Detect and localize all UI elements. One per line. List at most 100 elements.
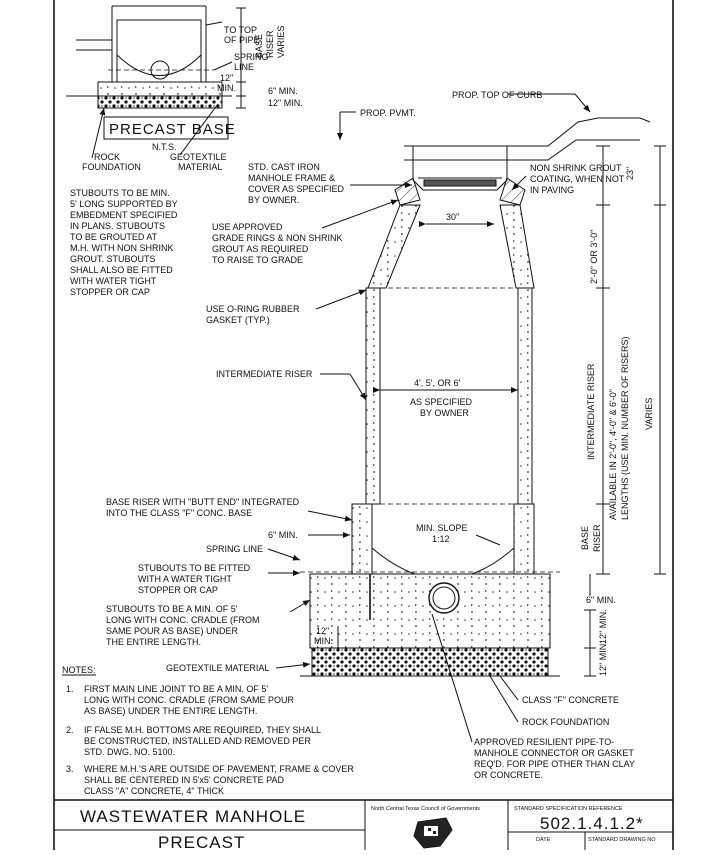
inset-12-min-b: 12" MIN. xyxy=(268,98,303,108)
stubouts-min5-line-7: GROUT. STUBOUTS xyxy=(70,254,156,264)
notes: NOTES: 1. FIRST MAIN LINE JOINT TO BE A … xyxy=(62,665,354,796)
note-2-num: 2. xyxy=(66,725,74,735)
precast-base-inset: TO TOP OF PIPE SPRING LINE BASE RISER VA… xyxy=(66,5,303,172)
fitted-line-3: STOPPER OR CAP xyxy=(138,585,218,595)
cradle-line-3: SAME POUR AS BASE) UNDER xyxy=(106,626,239,636)
label-base-riser-2: RISER xyxy=(592,524,602,552)
note-1-line-2: LONG WITH CONC. CRADLE (FROM SAME POUR xyxy=(84,695,295,705)
coating-line-2: COATING, WHEN NOT xyxy=(530,174,625,184)
inset-12-min-1: 12" xyxy=(220,73,233,83)
lead-curb xyxy=(574,93,591,113)
label-non-shrink-coating: NON SHRINK GROUT COATING, WHEN NOT IN PA… xyxy=(530,163,625,195)
inset-lead-top xyxy=(205,21,223,26)
lead-grade-rings xyxy=(321,199,399,229)
label-12-min-left-2: MIN. xyxy=(314,636,333,646)
resilient-line-2: MANHOLE CONNECTOR OR GASKET xyxy=(474,748,634,758)
cradle-line-1: STUBOUTS TO BE A MIN. OF 5' xyxy=(106,604,238,614)
tb-org: North Central Texas Council of Governmen… xyxy=(371,806,480,812)
label-base-riser-1: BASE xyxy=(580,526,590,550)
inset-title-box xyxy=(103,116,229,140)
lead-coating xyxy=(511,175,527,191)
label-base-riser-butt: BASE RISER WITH "BUTT END" INTEGRATED IN… xyxy=(106,497,300,518)
label-12-min-left-1: 12" xyxy=(316,626,329,636)
inset-base xyxy=(97,81,223,97)
inset-spring-line-2: LINE xyxy=(234,62,254,72)
cast-iron-line-3: COVER AS SPECIFIED xyxy=(248,184,345,194)
manhole-section xyxy=(300,117,666,677)
inset-geo-2: MATERIAL xyxy=(178,162,222,172)
inset-rock-2: FOUNDATION xyxy=(82,162,141,172)
resilient-line-3: REQ'D. FOR PIPE OTHER THAN CLAY xyxy=(474,759,635,769)
stubouts-min5-line-2: 5' LONG SUPPORTED BY xyxy=(70,199,178,209)
leaders xyxy=(267,93,591,743)
label-geotextile: GEOTEXTILE MATERIAL xyxy=(166,663,269,673)
cast-iron-line-1: STD. CAST IRON xyxy=(248,162,320,172)
tb-drawing-no-label: STANDARD DRAWING NO xyxy=(588,837,656,843)
stubouts-min5-line-3: EMBEDMENT SPECIFIED xyxy=(70,210,178,220)
label-intermediate-riser: INTERMEDIATE RISER xyxy=(216,369,313,379)
lead-resilient xyxy=(431,613,473,743)
base-right-wall xyxy=(513,503,535,575)
diameter-line-3: BY OWNER xyxy=(420,408,469,418)
inset-base-2: RISER xyxy=(265,30,275,58)
cone-left-wall xyxy=(367,204,421,289)
note-1-line-1: FIRST MAIN LINE JOINT TO BE A MIN. OF 5' xyxy=(84,684,268,694)
coating-line-3: IN PAVING xyxy=(530,185,574,195)
nctcog-logo xyxy=(413,817,453,849)
cast-iron-line-2: MANHOLE FRAME & xyxy=(248,173,335,183)
dim-23-text: 23" xyxy=(625,167,635,180)
label-intermediate-riser-vert: INTERMEDIATE RISER xyxy=(586,363,596,460)
base-slab xyxy=(309,573,551,649)
inset-spring-line-1: SPRING xyxy=(234,52,269,62)
label-o-ring: USE O-RING RUBBER GASKET (TYP.) xyxy=(206,304,300,325)
lead-butt xyxy=(307,510,353,522)
grade-rings-line-4: TO RAISE TO GRADE xyxy=(212,255,303,265)
inset-12-min-2: MIN. xyxy=(217,83,236,93)
inset-rock xyxy=(97,95,223,109)
inset-riser-walls xyxy=(111,6,207,83)
note-3-num: 3. xyxy=(66,764,74,774)
cast-iron-line-4: BY OWNER. xyxy=(248,195,299,205)
label-resilient: APPROVED RESILIENT PIPE-TO- MANHOLE CONN… xyxy=(474,737,635,780)
tb-spec-ref: 502.1.4.1.2* xyxy=(540,814,644,833)
label-spring-line: SPRING LINE xyxy=(206,544,263,554)
manhole-frame xyxy=(412,146,508,191)
stubouts-min5-line-8: SHALL ALSO BE FITTED xyxy=(70,265,173,275)
label-diameter: 4', 5', OR 6' AS SPECIFIED BY OWNER xyxy=(410,378,473,418)
o-ring-line-1: USE O-RING RUBBER xyxy=(206,304,300,314)
note-1-line-3: AS BASE) UNDER THE ENTIRE LENGTH. xyxy=(84,706,257,716)
riser-right-wall xyxy=(517,287,533,505)
inset-to-top-of-pipe-1: TO TOP xyxy=(224,25,257,35)
resilient-line-4: OR CONCRETE. xyxy=(474,770,543,780)
stubouts-min5-line-4: IN PLANS. STUBOUTS xyxy=(70,221,165,231)
lead-geo xyxy=(275,661,311,669)
label-stubouts-fitted: STUBOUTS TO BE FITTED WITH A WATER TIGHT… xyxy=(138,563,251,595)
cover xyxy=(423,179,497,187)
label-12-min-r1: 12" MIN. xyxy=(598,609,608,644)
inset-nts: N.T.S. xyxy=(152,142,177,152)
lead-rock xyxy=(489,675,519,723)
stubouts-min5-line-9: WITH WATER TIGHT xyxy=(70,276,157,286)
lead-stub-cradle xyxy=(289,599,311,613)
diameter-line-2: AS SPECIFIED xyxy=(410,397,473,407)
min-slope-line-1: MIN. SLOPE xyxy=(416,523,468,533)
tb-title-2: PRECAST xyxy=(158,833,245,850)
tb-title-1: WASTEWATER MANHOLE xyxy=(80,807,306,826)
cone-right-wall xyxy=(499,204,535,289)
main-pipe-inner xyxy=(432,586,456,610)
resilient-line-1: APPROVED RESILIENT PIPE-TO- xyxy=(474,737,614,747)
lead-o-ring xyxy=(315,289,367,310)
dim-2-or-3-text: 2'-0" OR 3'-0" xyxy=(589,230,599,284)
label-stubouts-cradle: STUBOUTS TO BE A MIN. OF 5' LONG WITH CO… xyxy=(106,604,260,647)
pavement xyxy=(404,139,640,161)
inset-lead-spring xyxy=(213,61,233,71)
grade-rings-line-3: GROUT AS REQUIRED xyxy=(212,244,309,254)
note-2-line-2: BE CONSTRUCTED, INSTALLED AND REMOVED PE… xyxy=(84,736,311,746)
inset-lead-rock xyxy=(91,107,106,159)
grade-rings-line-1: USE APPROVED xyxy=(212,222,283,232)
stubouts-min5-line-10: STOPPER OR CAP xyxy=(70,287,150,297)
note-3-line-1: WHERE M.H.'S ARE OUTSIDE OF PAVEMENT, FR… xyxy=(84,764,354,774)
inset-6-min: 6" MIN. xyxy=(268,86,298,96)
note-3-line-3: CLASS "A" CONCRETE, 4" THICK xyxy=(84,786,224,796)
